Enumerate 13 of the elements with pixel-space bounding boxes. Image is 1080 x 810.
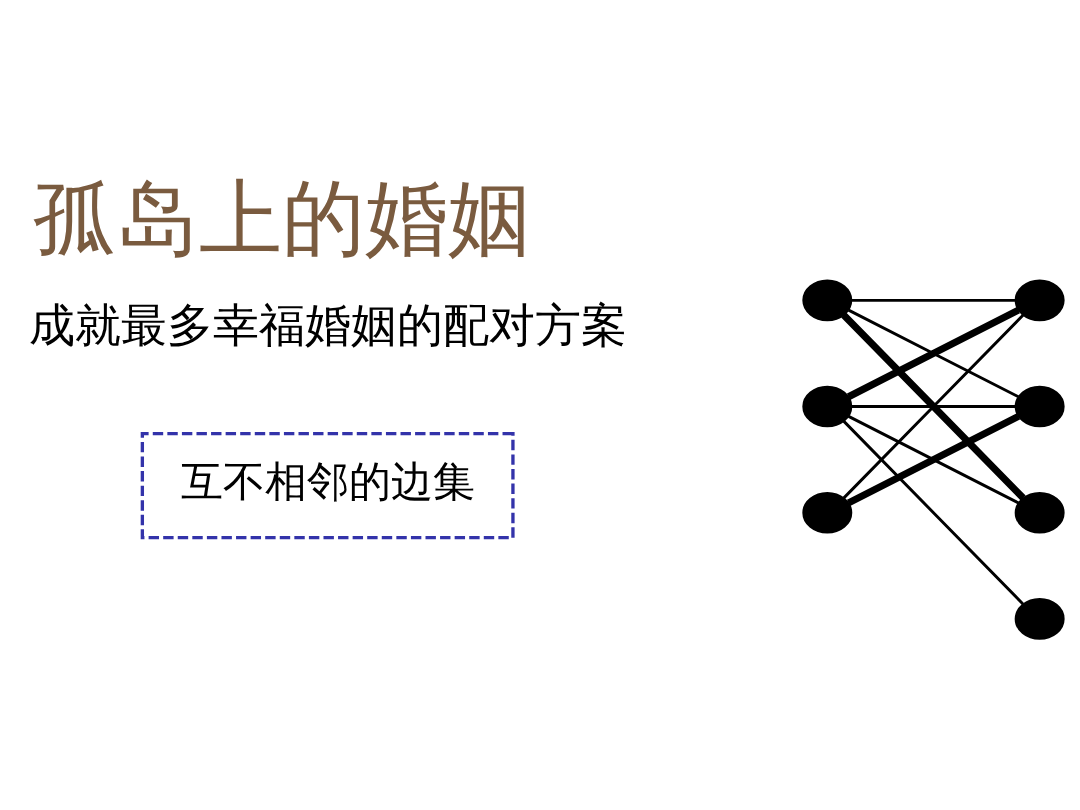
connector [851, 404, 1016, 408]
connector [842, 419, 1025, 605]
node-circle [802, 385, 853, 427]
node-circle [1014, 491, 1065, 534]
node-circle [1014, 385, 1065, 427]
connector [851, 298, 1016, 302]
node-circle [802, 279, 853, 321]
diagram-title: 孤岛上的婚姻 [32, 169, 531, 267]
node-circle [802, 491, 853, 534]
node-box: 互不相邻的边集 [140, 431, 515, 539]
node-circle [1014, 597, 1065, 640]
node-circle [1014, 279, 1065, 321]
label: 成就最多幸福婚姻的配对方案 [28, 297, 627, 352]
